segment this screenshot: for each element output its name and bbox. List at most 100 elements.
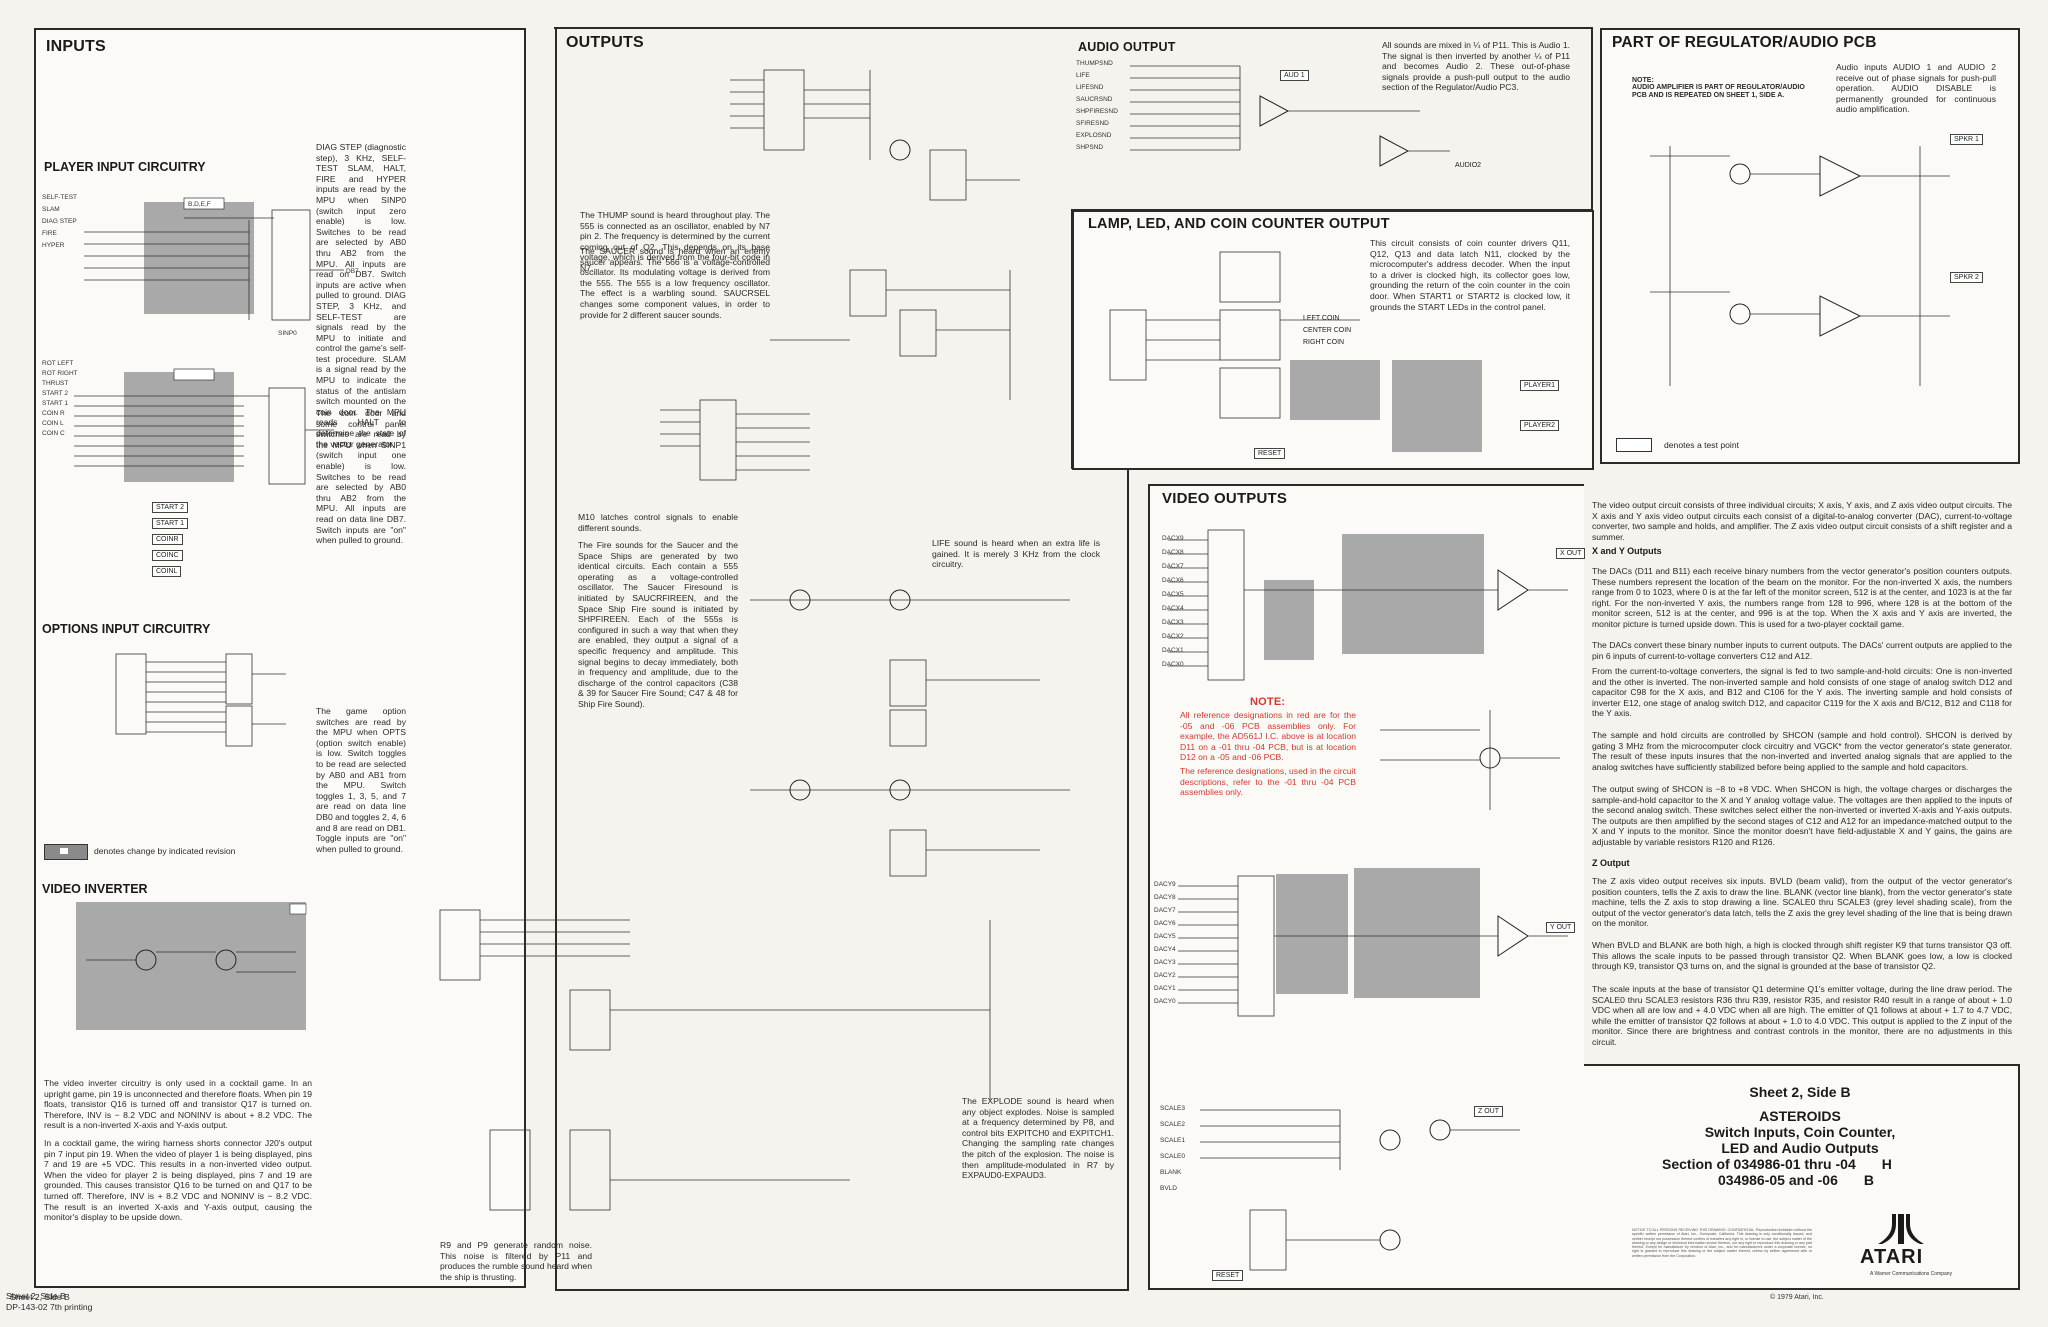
y-input-lines [1178,885,1238,1004]
z-input-label-4: BLANK [1160,1169,1182,1176]
video-x-label-0: DACX9 [1162,535,1184,542]
coin-door-schematic [74,368,334,485]
title-section2-rev: B [1863,1172,1874,1188]
z-input-label-2: SCALE1 [1160,1137,1185,1144]
regulator-note-head: NOTE: [1632,77,1654,84]
saucer-schematic [770,269,1011,400]
video-inverter-text2: In a cocktail game, the wiring harness s… [44,1138,312,1223]
outputs-title: OUTPUTS [566,34,644,51]
ic-555-ship-fire [889,829,927,877]
coin-signal-label-4: START 1 [42,400,69,407]
explode-text: The EXPLODE sound is heard when any obje… [962,1096,1114,1181]
title-section2: 034986-05 and -06 [1718,1172,1838,1188]
video-x-label-8: DACX1 [1162,647,1184,654]
title-desc2: LED and Audio Outputs [1721,1140,1879,1156]
box-coinc: COINC [152,550,183,561]
q11-driver [1219,251,1281,303]
q12-driver [1219,309,1281,361]
ic-n7 [763,69,805,151]
options-input-title: OPTIONS INPUT CIRCUITRY [42,622,211,636]
spkr1-box: SPKR 1 [1950,134,1983,145]
player-signal-lines [84,217,274,320]
video-inverter-title: VIDEO INVERTER [42,882,148,896]
explode-schematic [439,909,991,1211]
z-text-1: The Z axis video output receives six inp… [1592,876,2012,929]
y-out-box: Y OUT [1546,922,1576,933]
transistor-q1 [1379,1129,1401,1151]
revision-legend-text: denotes change by indicated revision [94,846,236,856]
atari-logo [1878,1214,1924,1244]
q13-driver [1219,367,1281,419]
inputs-panel: INPUTS PLAYER INPUT CIRCUITRY B,D,E,F DB… [10,28,526,1302]
ic-explode-latch [439,909,481,981]
shaded-inverter-area [76,902,306,1030]
xy-text-3: From the current-to-voltage converters, … [1592,666,2012,719]
z-text-2: When BVLD and BLANK are both high, a hig… [1592,940,2012,972]
coin-signal-label-2: THRUST [42,380,69,387]
y-output-amp [1497,915,1529,957]
atari-brand: ATARI [1860,1246,1924,1268]
audio-input-label-5: SFIRESND [1076,120,1109,127]
confidential-notice: NOTICE TO ALL PERSONS RECEIVING THIS DRA… [1632,1228,1812,1258]
shaded-y-a [1276,874,1348,994]
ic-555-saucer [899,309,937,357]
z-input-label-1: SCALE2 [1160,1121,1185,1128]
video-y-label-1: DACY8 [1154,894,1176,901]
xy-text-4: The sample and hold circuits are control… [1592,730,2012,772]
m10-latch-schematic [660,399,810,481]
lamp-text: This circuit consists of coin counter dr… [1370,238,1570,312]
video-x-label-2: DACX7 [1162,563,1184,570]
video-y-label-0: DACY9 [1154,881,1176,888]
audio-output-schematic [1130,65,1450,167]
transistor-q2 [889,139,911,161]
video-x-label-6: DACX3 [1162,619,1184,626]
audio-output-title: AUDIO OUTPUT [1078,40,1176,54]
title-game: ASTEROIDS [1759,1108,1841,1124]
coin-signal-label-6: COIN L [42,420,64,427]
ic-k9 [1249,1209,1287,1271]
ic-l10 [889,709,927,747]
ic-d11-dac [1207,529,1245,681]
footer-printing: DP-143-02 7th printing [6,1302,93,1312]
atari-sub-brand: A Warner Communications Company [1870,1271,1953,1277]
regulator-schematic [1650,146,1950,386]
ic-r9 [489,1129,531,1211]
audio-input-label-0: THUMPSND [1076,60,1113,67]
footer-sheet: Sheet 2, Side B [10,1292,70,1302]
ic-m10 [699,399,737,481]
audio-input-label-4: SHPFIRESND [1076,108,1118,115]
xy-text-2: The DACs convert these binary number inp… [1592,640,2012,661]
video-note-title: NOTE: [1250,696,1286,708]
ic-555-thump [929,149,967,201]
amp-a2 [1819,295,1862,337]
options-input-schematic [115,653,286,747]
transistor-q2 [1429,1119,1451,1141]
player1-box: PLAYER1 [1520,380,1559,391]
x-axis-schematic [1168,529,1568,681]
box-start1: START 1 [152,518,189,529]
opamp-p11b [1379,135,1410,167]
test-point-legend-swatch [1616,438,1652,452]
title-section1: Section of 034986-01 thru -04 [1662,1156,1856,1172]
ic-n11 [1109,309,1147,381]
ic-opt-b [225,705,253,747]
ic-555-saucer-fire [889,659,927,707]
coin-signal-label-7: COIN C [42,430,65,437]
audio-input-label-1: LIFE [1076,72,1090,79]
svg-text:SINP0: SINP0 [278,330,297,337]
z-input-label-5: BVLD [1160,1185,1177,1192]
fire-schematic [750,589,1070,877]
video-x-label-7: DACX2 [1162,633,1184,640]
x-out-box: X OUT [1556,548,1586,559]
player-signal-label-3: FIRE [42,230,57,237]
video-y-label-6: DACY3 [1154,959,1176,966]
shaded-x-a [1264,580,1314,660]
opamp-p11a [1259,95,1290,127]
player2-box: PLAYER2 [1520,420,1559,431]
xy-text-5: The output swing of SHCON is −8 to +8 VD… [1592,784,2012,847]
audio1-box: AUD 1 [1280,70,1309,81]
title-block [1584,1064,2020,1290]
coin-signal-lines [74,395,244,467]
player-signal-label-2: DIAG STEP [42,218,77,225]
inputs-title: INPUTS [46,38,106,55]
